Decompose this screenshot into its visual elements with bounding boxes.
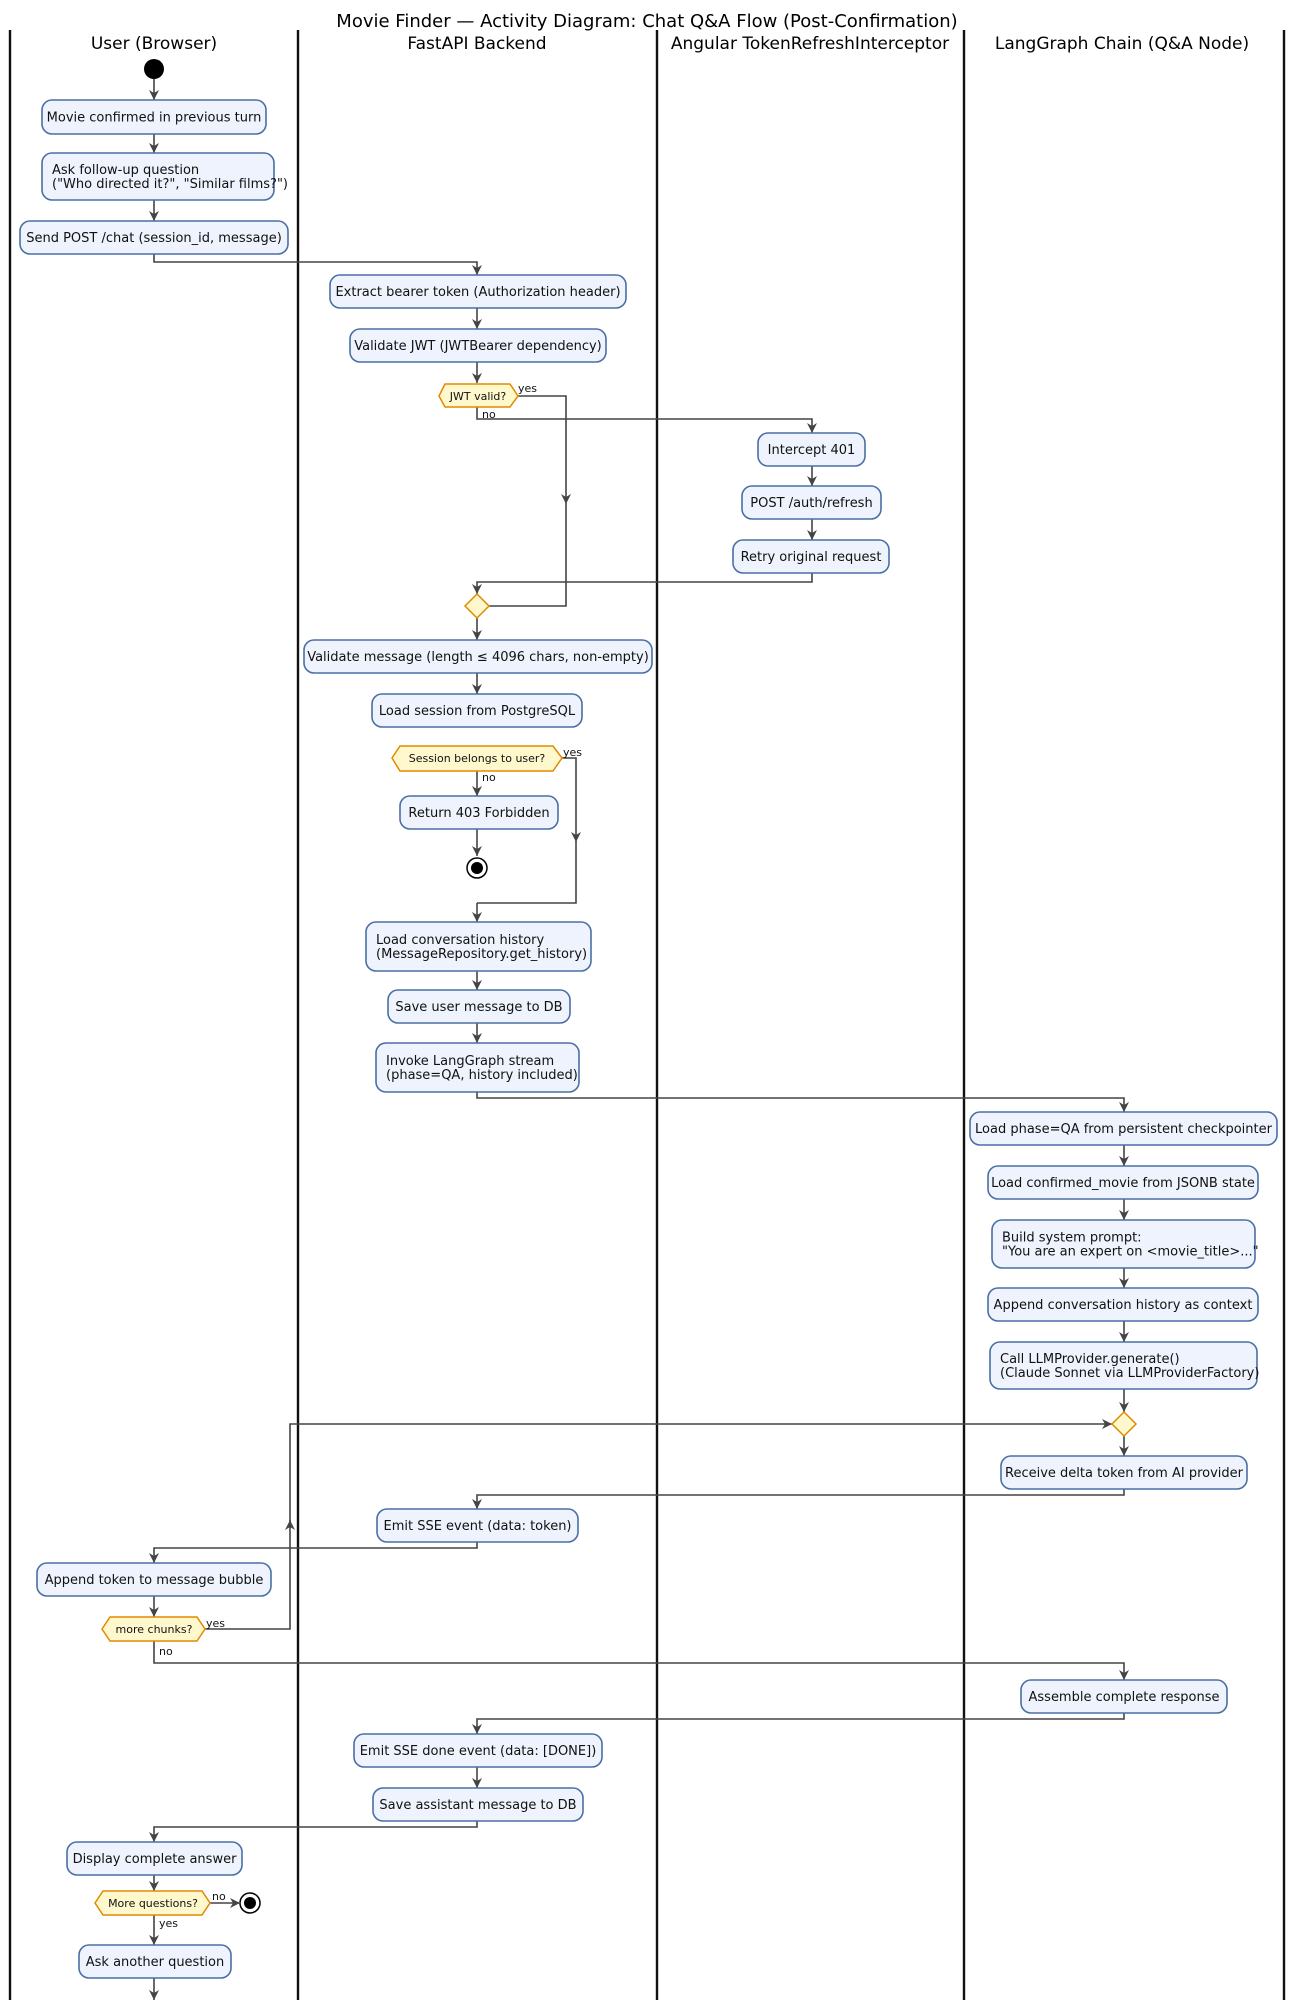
activity-label-line: Intercept 401 <box>768 443 856 458</box>
activity-label-line: Save assistant message to DB <box>379 1798 576 1813</box>
guard-jwt-no: no <box>482 408 496 421</box>
activity-load-conversation-history: Load conversation history(MessageReposit… <box>365 921 592 972</box>
flow-connectors <box>149 79 1129 2000</box>
activity-emit-sse-event: Emit SSE event (data: token) <box>376 1508 579 1543</box>
lane-title-user-browser: User (Browser) <box>91 34 217 54</box>
activity-retry-original-request: Retry original request <box>732 539 890 574</box>
activity-label-line: Extract bearer token (Authorization head… <box>335 285 620 300</box>
guard-questions-yes: yes <box>159 1917 178 1930</box>
activity-label-line: Validate JWT (JWTBearer dependency) <box>354 339 602 354</box>
activity-post-auth-refresh: POST /auth/refresh <box>741 485 882 520</box>
activity-label-line: (phase=QA, history included) <box>386 1068 578 1083</box>
activity-assemble-complete-response: Assemble complete response <box>1020 1679 1228 1714</box>
svg-text:Session belongs to user?: Session belongs to user? <box>409 752 546 765</box>
activity-label-line: Ask follow-up question <box>52 163 199 178</box>
activity-label-line: Load conversation history <box>376 933 544 948</box>
activity-label-line: Validate message (length ≤ 4096 chars, n… <box>307 650 649 665</box>
activity-display-complete-answer: Display complete answer <box>66 1841 243 1876</box>
activity-invoke-langgraph-stream: Invoke LangGraph stream(phase=QA, histor… <box>375 1042 580 1093</box>
activity-build-system-prompt: Build system prompt:"You are an expert o… <box>991 1219 1259 1269</box>
guard-jwt-yes: yes <box>518 382 537 395</box>
activity-save-user-message: Save user message to DB <box>387 989 571 1024</box>
activity-label-line: Assemble complete response <box>1029 1690 1220 1705</box>
activity-return-403-forbidden: Return 403 Forbidden <box>399 795 559 830</box>
activity-label-line: Display complete answer <box>73 1852 238 1867</box>
end-node-final <box>239 1892 261 1914</box>
guard-questions-no: no <box>212 1890 226 1903</box>
activity-label-line: Retry original request <box>741 550 882 565</box>
activity-label-line: (Claude Sonnet via LLMProviderFactory) <box>1000 1366 1259 1381</box>
activity-label-line: Ask another question <box>86 1955 224 1970</box>
merge-auth <box>463 592 491 620</box>
activity-load-phase-qa: Load phase=QA from persistent checkpoint… <box>969 1111 1278 1146</box>
activity-label-line: Emit SSE event (data: token) <box>383 1519 571 1534</box>
activity-label-line: Return 403 Forbidden <box>408 806 549 821</box>
svg-text:JWT valid?: JWT valid? <box>449 390 507 403</box>
activity-label-line: ("Who directed it?", "Similar films?") <box>52 177 288 192</box>
merge-stream-loop <box>1110 1410 1138 1438</box>
activity-label-line: Send POST /chat (session_id, message) <box>26 231 282 246</box>
guard-session-yes: yes <box>563 746 582 759</box>
lane-title-fastapi-backend: FastAPI Backend <box>407 34 546 54</box>
decision-jwt-valid: JWT valid? <box>438 383 519 408</box>
activity-label-line: (MessageRepository.get_history) <box>376 947 587 962</box>
activity-label-line: Append conversation history as context <box>994 1298 1253 1313</box>
activity-call-llm-provider: Call LLMProvider.generate()(Claude Sonne… <box>989 1341 1259 1390</box>
activity-label-line: "You are an expert on <movie_title>..." <box>1002 1245 1259 1260</box>
activity-label-line: Call LLMProvider.generate() <box>1000 1352 1180 1367</box>
svg-text:more chunks?: more chunks? <box>116 1623 193 1636</box>
activity-validate-message: Validate message (length ≤ 4096 chars, n… <box>303 639 653 674</box>
guard-session-no: no <box>482 771 496 784</box>
activity-intercept-401: Intercept 401 <box>757 432 866 467</box>
end-node-forbidden <box>466 857 488 879</box>
diagram-title: Movie Finder — Activity Diagram: Chat Q&… <box>336 11 957 32</box>
guard-chunks-no: no <box>159 1645 173 1658</box>
activity-label-line: Append token to message bubble <box>45 1573 264 1588</box>
activity-emit-sse-done-event: Emit SSE done event (data: [DONE]) <box>353 1733 603 1768</box>
activity-label-line: Build system prompt: <box>1002 1231 1142 1246</box>
activity-label-line: Invoke LangGraph stream <box>386 1054 554 1069</box>
activity-append-conversation-history: Append conversation history as context <box>987 1287 1259 1322</box>
decision-more-chunks: more chunks? <box>101 1616 206 1642</box>
activity-receive-delta-token: Receive delta token from AI provider <box>1000 1455 1248 1490</box>
activity-ask-another-question: Ask another question <box>78 1944 232 1979</box>
activity-validate-jwt: Validate JWT (JWTBearer dependency) <box>349 328 607 363</box>
activity-save-assistant-message: Save assistant message to DB <box>372 1787 584 1822</box>
decision-more-questions: More questions? <box>94 1890 211 1916</box>
guard-chunks-yes: yes <box>206 1617 225 1630</box>
activity-label-line: POST /auth/refresh <box>750 496 872 511</box>
svg-text:More questions?: More questions? <box>108 1897 198 1910</box>
activity-movie-confirmed: Movie confirmed in previous turn <box>41 99 267 135</box>
activity-load-confirmed-movie: Load confirmed_movie from JSONB state <box>987 1165 1259 1200</box>
lane-title-langgraph-chain: LangGraph Chain (Q&A Node) <box>995 34 1249 54</box>
decision-session-belongs: Session belongs to user? <box>391 745 563 772</box>
activity-load-session: Load session from PostgreSQL <box>371 693 583 728</box>
activity-send-post-chat: Send POST /chat (session_id, message) <box>19 220 289 255</box>
swimlane-separators <box>8 30 1286 2000</box>
lane-title-token-refresh-interceptor: Angular TokenRefreshInterceptor <box>671 34 949 54</box>
activity-label-line: Load session from PostgreSQL <box>379 704 576 719</box>
activity-label-line: Save user message to DB <box>395 1000 562 1015</box>
activity-extract-bearer-token: Extract bearer token (Authorization head… <box>329 274 627 309</box>
activity-label-line: Load confirmed_movie from JSONB state <box>991 1176 1255 1191</box>
activity-label-line: Receive delta token from AI provider <box>1005 1466 1244 1481</box>
activity-label-line: Emit SSE done event (data: [DONE]) <box>360 1744 597 1759</box>
start-node <box>144 59 164 79</box>
activity-label-line: Movie confirmed in previous turn <box>47 111 262 126</box>
activity-label-line: Load phase=QA from persistent checkpoint… <box>975 1122 1273 1137</box>
activity-ask-followup-question: Ask follow-up question("Who directed it?… <box>41 152 288 201</box>
activity-append-token-to-bubble: Append token to message bubble <box>36 1562 272 1597</box>
